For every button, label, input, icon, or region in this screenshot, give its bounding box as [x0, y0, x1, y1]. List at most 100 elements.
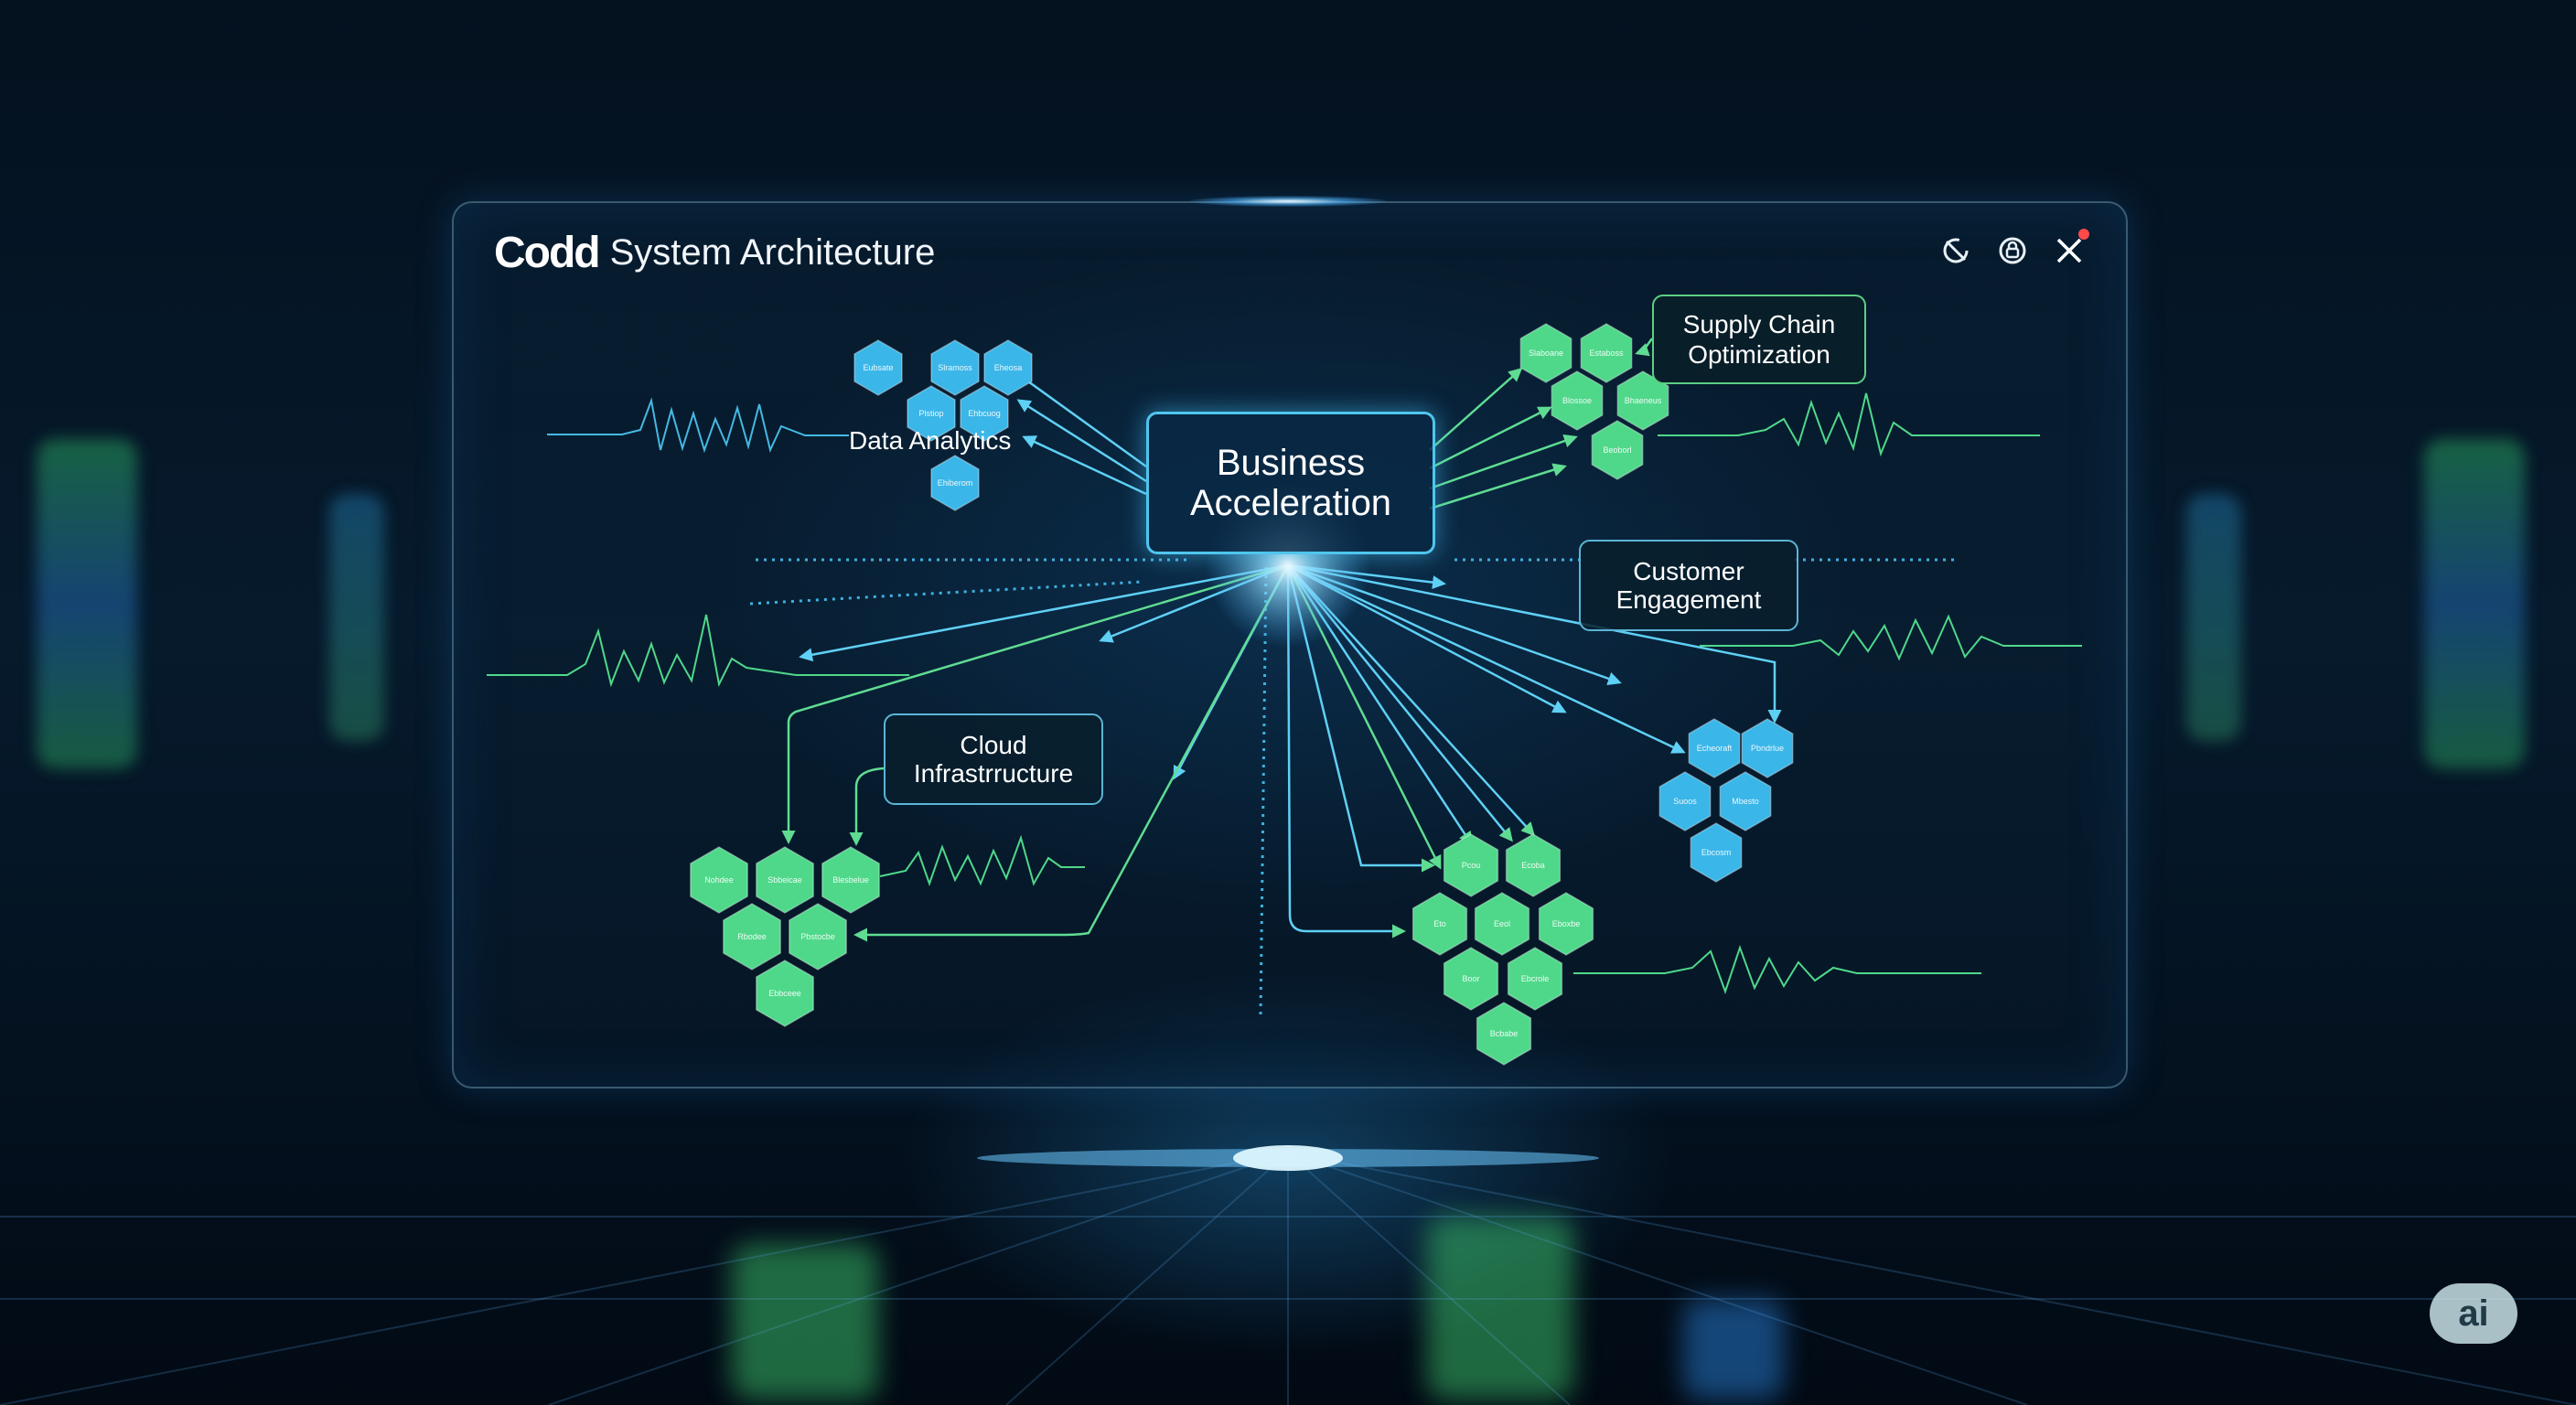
hex-cell-cloud-infrastructure[interactable]: Rbodee — [723, 903, 781, 971]
connector-to-supply-chain-2 — [1429, 406, 1552, 470]
hex-shape — [1580, 323, 1633, 383]
connector-to-data-analytics-2 — [1016, 399, 1147, 483]
hex-cell-business-core[interactable]: Ebcrole — [1507, 947, 1563, 1011]
hex-cell-data-analytics[interactable]: Slramoss — [930, 339, 980, 396]
hex-shape — [1538, 892, 1594, 956]
close-button[interactable] — [2051, 229, 2089, 269]
hex-cell-customer-engagement[interactable]: Mbesto — [1719, 771, 1772, 831]
hex-label: Pcou — [1462, 861, 1481, 870]
ray-1 — [799, 563, 1289, 662]
hex-shape — [1690, 822, 1743, 883]
hex-cell-business-core[interactable]: Eto — [1411, 892, 1468, 956]
hex-cell-customer-engagement[interactable]: Suoos — [1658, 771, 1712, 831]
hex-cell-cloud-infrastructure[interactable]: Blesbelue — [821, 846, 880, 914]
node-business-acceleration[interactable]: Business Acceleration — [1146, 412, 1435, 554]
connector-to-supply-chain-4 — [1429, 463, 1567, 510]
hex-shape — [930, 455, 980, 511]
hex-cell-cloud-infrastructure[interactable]: Ebbceee — [756, 960, 814, 1027]
close-icon — [2056, 238, 2082, 263]
hex-cell-supply-chain[interactable]: Estaboss — [1580, 323, 1633, 383]
hex-shape — [789, 903, 847, 971]
hex-cell-business-core[interactable]: Eboxbe — [1538, 892, 1594, 956]
hex-label: Slramoss — [938, 363, 972, 372]
node-supply-chain[interactable]: Supply Chain Optimization — [1652, 295, 1866, 384]
hex-shape — [1719, 771, 1772, 831]
hex-shape — [1507, 947, 1563, 1011]
hex-label: Ehbcuog — [968, 409, 1001, 418]
hex-label: Eubsate — [863, 363, 893, 372]
hex-label: Beoborl — [1603, 445, 1631, 455]
hex-label: Plstiop — [918, 409, 943, 418]
bg-floor-cluster-left — [732, 1244, 878, 1400]
hex-cell-supply-chain[interactable]: Beoborl — [1591, 420, 1644, 480]
hex-shape — [853, 339, 903, 396]
bg-pillar-left-2 — [329, 494, 384, 741]
hex-label: Suoos — [1673, 797, 1697, 806]
hex-cell-business-core[interactable]: Eeol — [1474, 892, 1530, 956]
hex-cell-supply-chain[interactable]: Blossoe — [1551, 370, 1604, 431]
node-customer-engagement[interactable]: Customer Engagement — [1579, 540, 1798, 631]
ray-to-core-6 — [1286, 564, 1406, 938]
hex-label: Sbbeicae — [767, 875, 802, 885]
connector-to-data-analytics-3 — [1022, 435, 1147, 496]
ray-to-cloud — [781, 563, 1289, 844]
hex-cell-business-core[interactable]: Pcou — [1443, 833, 1499, 897]
hex-label: Ebcosm — [1701, 848, 1732, 857]
hex-label: Echeoraft — [1697, 744, 1733, 753]
hex-cell-data-analytics[interactable]: Eheosa — [983, 339, 1033, 396]
hex-cell-cloud-infrastructure[interactable]: Nohdee — [690, 846, 748, 914]
hex-cell-customer-engagement[interactable]: Echeoraft — [1688, 718, 1741, 778]
hex-label: Ecoba — [1521, 861, 1545, 870]
waveform-top-left — [547, 397, 849, 454]
hex-cell-data-analytics[interactable]: Plstiop — [907, 385, 956, 442]
refresh-icon — [1943, 238, 1969, 263]
hex-cell-customer-engagement[interactable]: Pbndrlue — [1741, 718, 1794, 778]
ai-watermark-badge: ai — [2430, 1283, 2517, 1344]
hex-cell-data-analytics[interactable]: Ehbcuog — [960, 385, 1009, 442]
hex-shape — [983, 339, 1033, 396]
hex-label: Estaboss — [1589, 349, 1624, 358]
lock-icon — [1999, 237, 2026, 264]
hex-cell-data-analytics[interactable]: Ehiberom — [930, 455, 980, 511]
node-data-analytics[interactable]: Data Analytics — [849, 426, 1012, 455]
hex-cell-business-core[interactable]: Ecoba — [1505, 833, 1562, 897]
bg-floor-cluster-center — [1427, 1217, 1573, 1400]
hex-cell-cloud-infrastructure[interactable]: Sbbeicae — [756, 846, 814, 914]
window-controls — [1937, 229, 2089, 269]
hex-cell-supply-chain[interactable]: Slaboane — [1519, 323, 1572, 383]
dotted-line-left-2 — [749, 580, 1144, 606]
refresh-button[interactable] — [1937, 232, 1974, 269]
hex-label: Mbesto — [1732, 797, 1759, 806]
hex-label: Ebbceee — [768, 989, 801, 998]
hex-shape — [1443, 833, 1499, 897]
hex-label: Blossoe — [1562, 396, 1592, 405]
hex-label: Rbodee — [737, 932, 767, 941]
hex-label: Blesbelue — [832, 875, 869, 885]
hex-label: Slaboane — [1529, 349, 1563, 358]
hex-cell-supply-chain[interactable]: Bhaeneus — [1616, 370, 1669, 431]
cloud-label-connector — [849, 767, 885, 846]
hex-label: Eheosa — [994, 363, 1023, 372]
hex-shape — [1476, 1002, 1532, 1066]
node-cloud-infrastructure[interactable]: Cloud Infrastrructure — [884, 713, 1103, 805]
hex-shape — [930, 339, 980, 396]
hex-shape — [756, 960, 814, 1027]
hex-cell-data-analytics[interactable]: Eubsate — [853, 339, 903, 396]
hex-cell-business-core[interactable]: Boor — [1443, 947, 1499, 1011]
waveform-top-right — [1658, 392, 2040, 457]
hex-cell-business-core[interactable]: Bcbabe — [1476, 1002, 1532, 1066]
hex-label: Pbstocbe — [800, 932, 835, 941]
hex-shape — [756, 846, 814, 914]
hex-shape — [1411, 892, 1468, 956]
bg-floor-cluster-right — [1683, 1299, 1784, 1400]
brand-logo: Codd — [494, 228, 601, 277]
hex-cell-cloud-infrastructure[interactable]: Pbstocbe — [789, 903, 847, 971]
hex-label: Bhaeneus — [1625, 396, 1662, 405]
ray-7 — [1287, 563, 1782, 724]
hex-cell-customer-engagement[interactable]: Ebcosm — [1690, 822, 1743, 883]
hex-shape — [1616, 370, 1669, 431]
hex-shape — [723, 903, 781, 971]
lock-button[interactable] — [1994, 232, 2031, 269]
hex-shape — [1658, 771, 1712, 831]
